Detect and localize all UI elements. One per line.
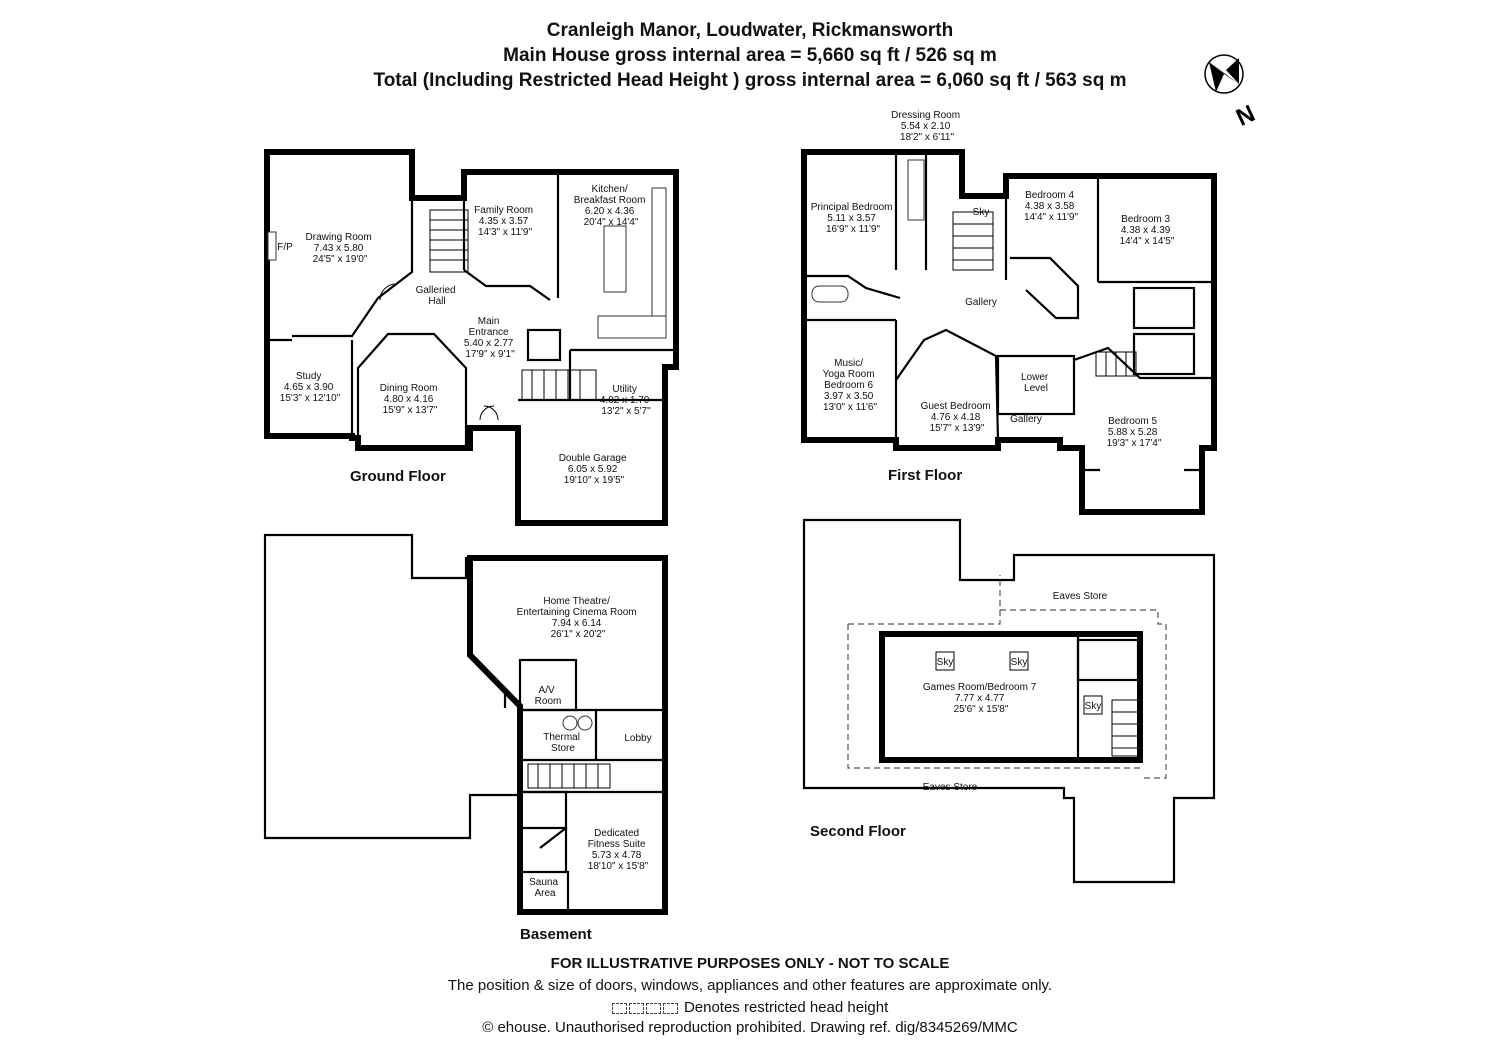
room-label-lobby: Lobby (624, 733, 651, 744)
disclaimer-heading: FOR ILLUSTRATIVE PURPOSES ONLY - NOT TO … (550, 955, 950, 972)
room-label-sauna: Sauna Area (529, 877, 561, 899)
room-label-utility: Utility 4.02 x 1.70 13'2" x 5'7" (600, 384, 652, 417)
room-label-home-theatre: Home Theatre/ Entertaining Cinema Room 7… (517, 596, 640, 640)
room-label-dressing: Dressing Room 5.54 x 2.10 18'2" x 6'11" (891, 110, 963, 143)
floor-label-basement: Basement (520, 926, 592, 943)
room-label-main-entrance: Main Entrance 5.40 x 2.77 17'9" x 9'1" (464, 316, 516, 360)
room-label-dining: Dining Room 4.80 x 4.16 15'9" x 13'7" (380, 383, 441, 416)
room-label-family: Family Room 4.35 x 3.57 14'3" x 11'9" (474, 205, 536, 238)
floor-plan-drawing: N (263, 54, 1259, 943)
compass-north-label: N (1232, 100, 1259, 132)
compass-icon: N (1204, 54, 1259, 132)
room-label-eaves-bottom: Eaves Store (923, 782, 978, 793)
first-floor-plan (801, 149, 1217, 515)
room-label-eaves-top: Eaves Store (1053, 591, 1108, 602)
room-label-lower-level: Lower Level (1021, 372, 1051, 394)
room-label-kitchen: Kitchen/ Breakfast Room 6.20 x 4.36 20'4… (574, 184, 648, 228)
basement-plan (263, 533, 668, 915)
total-area: Total (Including Restricted Head Height … (373, 70, 1127, 91)
room-label-fitness: Dedicated Fitness Suite 5.73 x 4.78 18'1… (588, 828, 649, 872)
property-title: Cranleigh Manor, Loudwater, Rickmanswort… (546, 20, 954, 41)
legend-restricted-height: Denotes restricted head height (0, 999, 1500, 1016)
fireplace-label: F/P (277, 242, 293, 253)
copyright-text: © ehouse. Unauthorised reproduction proh… (482, 1019, 1018, 1036)
room-label-guest: Guest Bedroom 4.76 x 4.18 15'7" x 13'9" (921, 401, 994, 434)
main-house-area: Main House gross internal area = 5,660 s… (503, 45, 997, 66)
room-label-games: Games Room/Bedroom 7 7.77 x 4.77 25'6" x… (923, 682, 1039, 715)
skylight-label-games-3: Sky (1085, 701, 1102, 712)
floor-label-ground: Ground Floor (350, 468, 446, 485)
disclaimer-text: The position & size of doors, windows, a… (447, 977, 1053, 994)
room-label-bedroom-3: Bedroom 3 4.38 x 4.39 14'4" x 14'5" (1120, 214, 1175, 247)
room-label-gallery: Gallery (965, 297, 997, 308)
plan-header: Cranleigh Manor, Loudwater, Rickmanswort… (0, 18, 1500, 93)
room-label-av: A/V Room (535, 685, 562, 707)
room-label-study: Study 4.65 x 3.90 15'3" x 12'10" (280, 371, 341, 404)
dashed-box-icon (611, 1002, 627, 1014)
dashed-box-icon (662, 1002, 678, 1014)
skylight-label-games-2: Sky (1011, 657, 1028, 668)
skylight-label-games-1: Sky (937, 657, 954, 668)
skylight-label: Sky (973, 207, 990, 218)
floor-label-first: First Floor (888, 467, 962, 484)
room-label-thermal-store: Thermal Store (543, 732, 582, 754)
room-label-drawing: Drawing Room 7.43 x 5.80 24'5" x 19'0" (306, 232, 375, 265)
ground-floor-plan (264, 149, 679, 526)
room-label-principal: Principal Bedroom 5.11 x 3.57 16'9" x 11… (811, 202, 896, 235)
room-label-bedroom-5: Bedroom 5 5.88 x 5.28 19'3" x 17'4" (1107, 416, 1162, 449)
dashed-box-icon (628, 1002, 644, 1014)
room-label-music-yoga: Music/ Yoga Room Bedroom 6 3.97 x 3.50 1… (823, 358, 878, 413)
floor-label-second: Second Floor (810, 823, 906, 840)
room-label-garage: Double Garage 6.05 x 5.92 19'10" x 19'5" (559, 453, 630, 486)
room-label-bedroom-4: Bedroom 4 4.38 x 3.58 14'4" x 11'9" (1024, 190, 1079, 223)
room-label-gallery-lower: Gallery (1010, 414, 1042, 425)
second-floor-plan (802, 518, 1216, 884)
dashed-box-icon (645, 1002, 661, 1014)
legend-text: Denotes restricted head height (683, 999, 889, 1016)
room-label-galleried-hall: Galleried Hall (416, 285, 459, 307)
